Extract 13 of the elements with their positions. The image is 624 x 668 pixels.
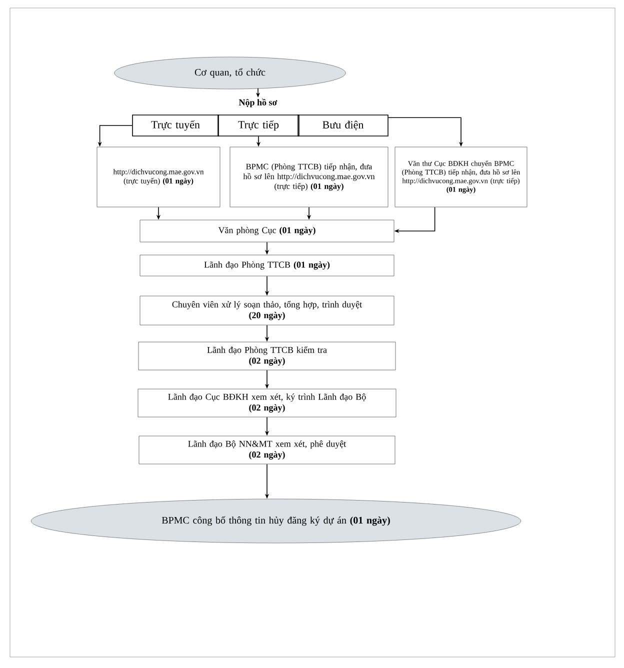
- process-box: Lãnh đạo Phòng TTCB kiểm tra (02 ngày): [138, 342, 396, 370]
- oval-node: BPMC công bố thông tin hủy đăng ký dự án (01 ngày): [30, 498, 522, 544]
- process-box: Chuyên viên xử lý soạn thảo, tổng hợp, trình duyệt (20 ngày): [140, 296, 394, 326]
- step-label: Nộp hồ sơ: [238, 98, 278, 108]
- method-cell: Bưu điện: [298, 114, 388, 136]
- oval-node: Cơ quan, tổ chức: [114, 56, 346, 90]
- method-cell: Trực tuyến: [132, 114, 219, 136]
- process-box: Lãnh đạo Phòng TTCB (01 ngày): [140, 254, 394, 276]
- method-cell: Trực tiếp: [218, 114, 300, 136]
- process-box: BPMC (Phòng TTCB) tiếp nhận, đưa hồ sơ lên http://dichvucong.mae.gov.vn (trực tiếp) (01 ngày): [230, 146, 388, 208]
- process-box: Lãnh đạo Bộ NN&MT xem xét, phê duyệt (02 ngày): [138, 436, 396, 464]
- process-box: Lãnh đạo Cục BĐKH xem xét, ký trình Lãnh đạo Bộ (02 ngày): [138, 388, 396, 418]
- process-box: Văn phòng Cục (01 ngày): [140, 220, 394, 242]
